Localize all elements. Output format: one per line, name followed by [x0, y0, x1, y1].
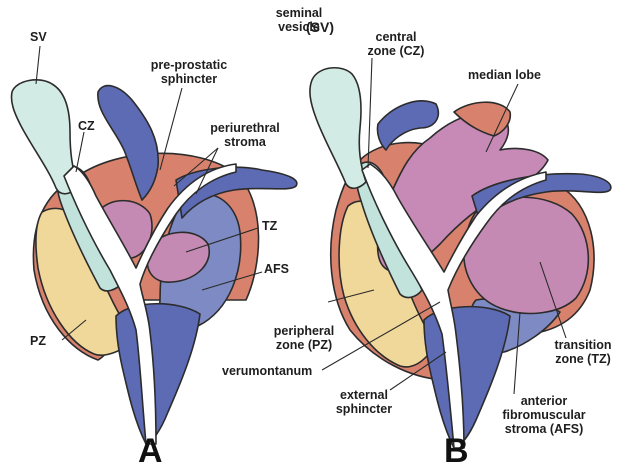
label-central-zone: central zone (CZ) — [356, 30, 436, 58]
external-sphincter-a — [116, 304, 200, 444]
label-median-lobe: median lobe — [468, 68, 541, 82]
label-verumontanum: verumontanum — [222, 364, 312, 378]
seminal-vesicle-b — [310, 68, 366, 189]
label-pz: PZ — [30, 334, 46, 348]
leader-cz — [76, 132, 84, 172]
label-pre-prostatic-sphincter: pre-prostatic sphincter — [140, 58, 238, 86]
panel-letter-b: B — [444, 434, 469, 468]
label-periurethral-stroma: periurethral stroma — [196, 121, 294, 149]
panel-letter-a: A — [138, 434, 163, 468]
label-cz: CZ — [78, 119, 95, 133]
label-afs: AFS — [264, 262, 289, 276]
label-transition-zone: transition zone (TZ) — [546, 338, 620, 366]
label-anterior-fibromuscular-stroma: anterior fibromuscular stroma (AFS) — [494, 394, 594, 436]
label-peripheral-zone: peripheral zone (PZ) — [264, 324, 344, 352]
leader-sv — [36, 46, 40, 84]
label-sv-abbrev: (SV) — [306, 20, 334, 34]
label-tz: TZ — [262, 219, 277, 233]
label-sv: SV — [30, 30, 47, 44]
label-external-sphincter: external sphincter — [324, 388, 404, 416]
